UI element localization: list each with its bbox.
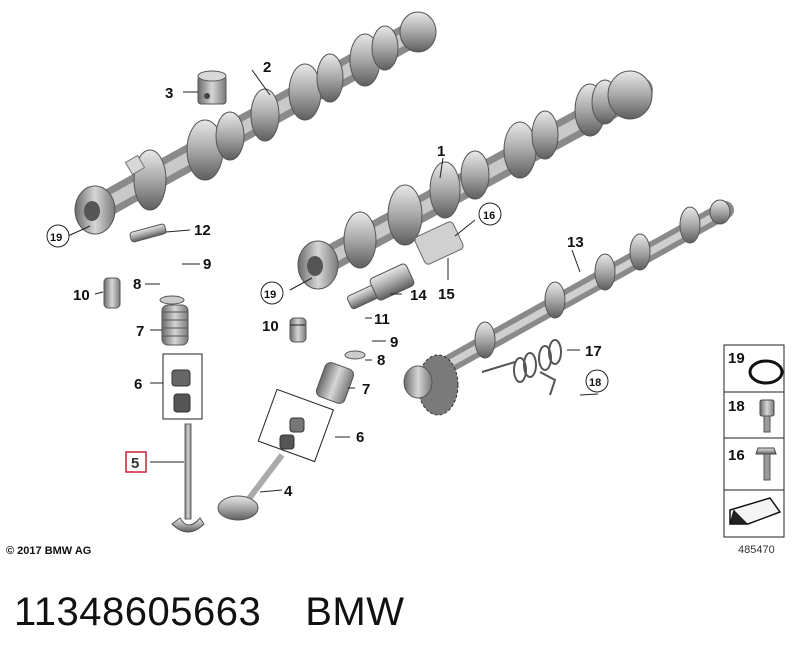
camshaft-upper-left bbox=[74, 11, 437, 235]
parts-legend-box bbox=[723, 344, 785, 538]
callout-9-left: 9 bbox=[203, 256, 211, 273]
callout-9-middle: 9 bbox=[390, 334, 398, 351]
callout-7-left: 7 bbox=[136, 323, 144, 340]
diagram-number: 485470 bbox=[738, 544, 775, 556]
callout-15: 15 bbox=[438, 286, 455, 303]
callout-4: 4 bbox=[284, 483, 293, 500]
valve-assembly-middle bbox=[217, 284, 380, 521]
eccentric-shaft-13 bbox=[403, 199, 734, 416]
legend-ref-18: 18 bbox=[728, 398, 745, 415]
highlight-box-part-5 bbox=[125, 451, 147, 473]
callout-8-middle: 8 bbox=[377, 352, 385, 369]
legend-ref-16: 16 bbox=[728, 447, 745, 464]
callout-13: 13 bbox=[567, 234, 584, 251]
callout-7-middle: 7 bbox=[362, 381, 370, 398]
callout-12: 12 bbox=[194, 222, 211, 239]
callout-18: 18 bbox=[589, 377, 601, 389]
camshaft-middle bbox=[297, 70, 653, 290]
callout-2: 2 bbox=[263, 59, 271, 76]
callout-3: 3 bbox=[165, 85, 173, 102]
callout-1: 1 bbox=[437, 143, 445, 160]
spring-part-17 bbox=[481, 339, 562, 396]
part-caption: 11348605663 BMW bbox=[14, 590, 405, 650]
callout-8-left: 8 bbox=[133, 276, 141, 293]
callout-19-left: 19 bbox=[50, 232, 62, 244]
callout-19-middle: 19 bbox=[264, 289, 276, 301]
part-number: 11348605663 bbox=[14, 590, 262, 634]
callout-14: 14 bbox=[410, 287, 427, 304]
circled-callouts bbox=[46, 202, 609, 393]
brand-name: BMW bbox=[305, 590, 405, 634]
legend-ref-19: 19 bbox=[728, 350, 745, 367]
callout-leaders bbox=[67, 69, 599, 493]
callout-10-middle: 10 bbox=[262, 318, 279, 335]
parts-diagram: 2 3 1 19 12 9 8 10 7 6 5 19 16 13 14 15 … bbox=[6, 11, 785, 557]
callout-6-middle: 6 bbox=[356, 429, 364, 446]
copyright-text: © 2017 BMW AG bbox=[6, 545, 91, 557]
callout-6-left: 6 bbox=[134, 376, 142, 393]
callout-5: 5 bbox=[131, 455, 139, 472]
callout-11: 11 bbox=[374, 311, 390, 328]
callout-17: 17 bbox=[585, 343, 602, 360]
valve-assembly-left bbox=[103, 223, 205, 533]
lever-parts-14-15 bbox=[369, 221, 464, 301]
callout-16: 16 bbox=[483, 210, 495, 222]
callout-10-left: 10 bbox=[73, 287, 90, 304]
tappet-part-3 bbox=[197, 70, 227, 105]
